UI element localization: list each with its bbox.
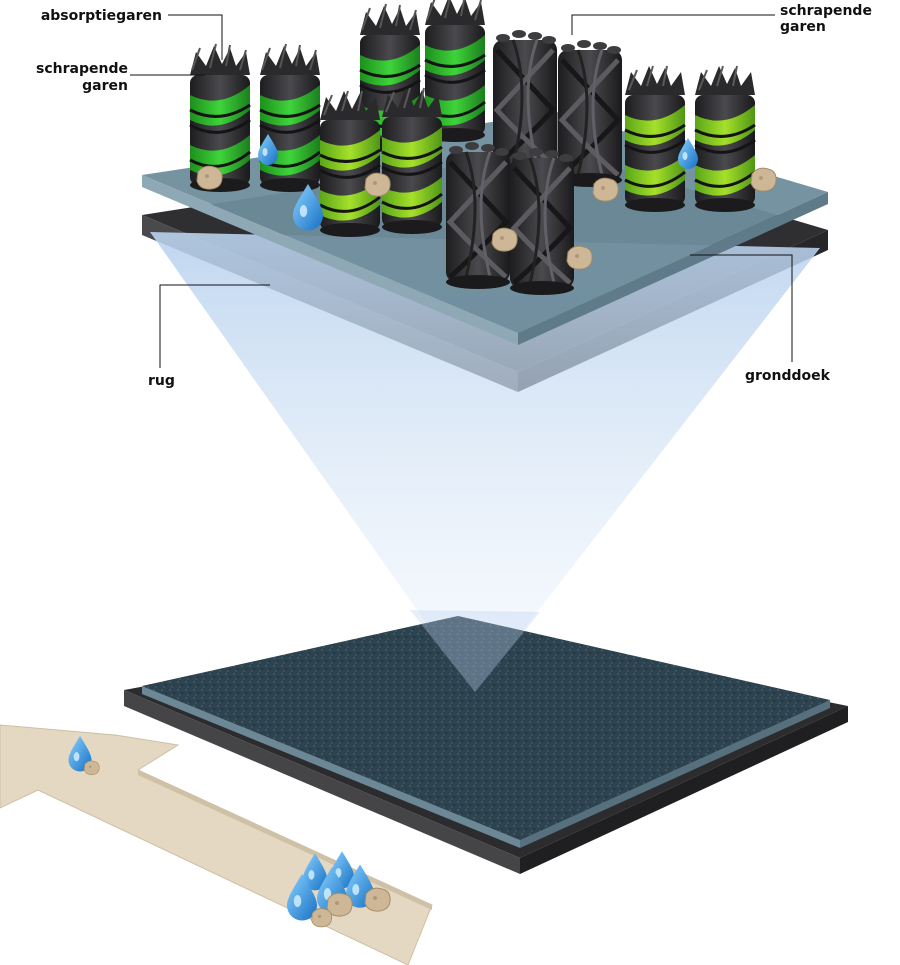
doormat: [124, 616, 848, 874]
dirt-particle-icon: [196, 165, 223, 190]
dirt-particle-icon: [566, 245, 593, 270]
label-schrapende-right-line1: schrapende: [780, 3, 872, 19]
label-rug: rug: [148, 373, 175, 389]
label-absorptiegaren: absorptiegaren: [41, 8, 162, 24]
leader-gronddoek: [690, 254, 793, 362]
leader-rug: [159, 284, 270, 368]
label-schrapende-left-line2: garen: [82, 78, 128, 94]
dirt-particle-icon: [592, 177, 619, 202]
dirt-particle-icon: [750, 167, 777, 192]
leader-lines: [130, 14, 793, 368]
label-schrapende-left-line1: schrapende: [36, 61, 128, 77]
dirt-particle-icon: [83, 760, 100, 775]
label-gronddoek: gronddoek: [745, 368, 831, 384]
dirt-particle-icon: [491, 227, 518, 252]
light-cone-tip: [410, 610, 540, 692]
dirt-particle-icon: [364, 172, 391, 197]
light-cone: [150, 232, 820, 692]
label-schrapende-right-line2: garen: [780, 19, 826, 35]
dirt-particle-icon: [364, 887, 391, 912]
leader-schrapend-right: [571, 14, 775, 35]
dirt-particle-icon: [311, 908, 333, 928]
leader-absorptie: [168, 14, 223, 60]
